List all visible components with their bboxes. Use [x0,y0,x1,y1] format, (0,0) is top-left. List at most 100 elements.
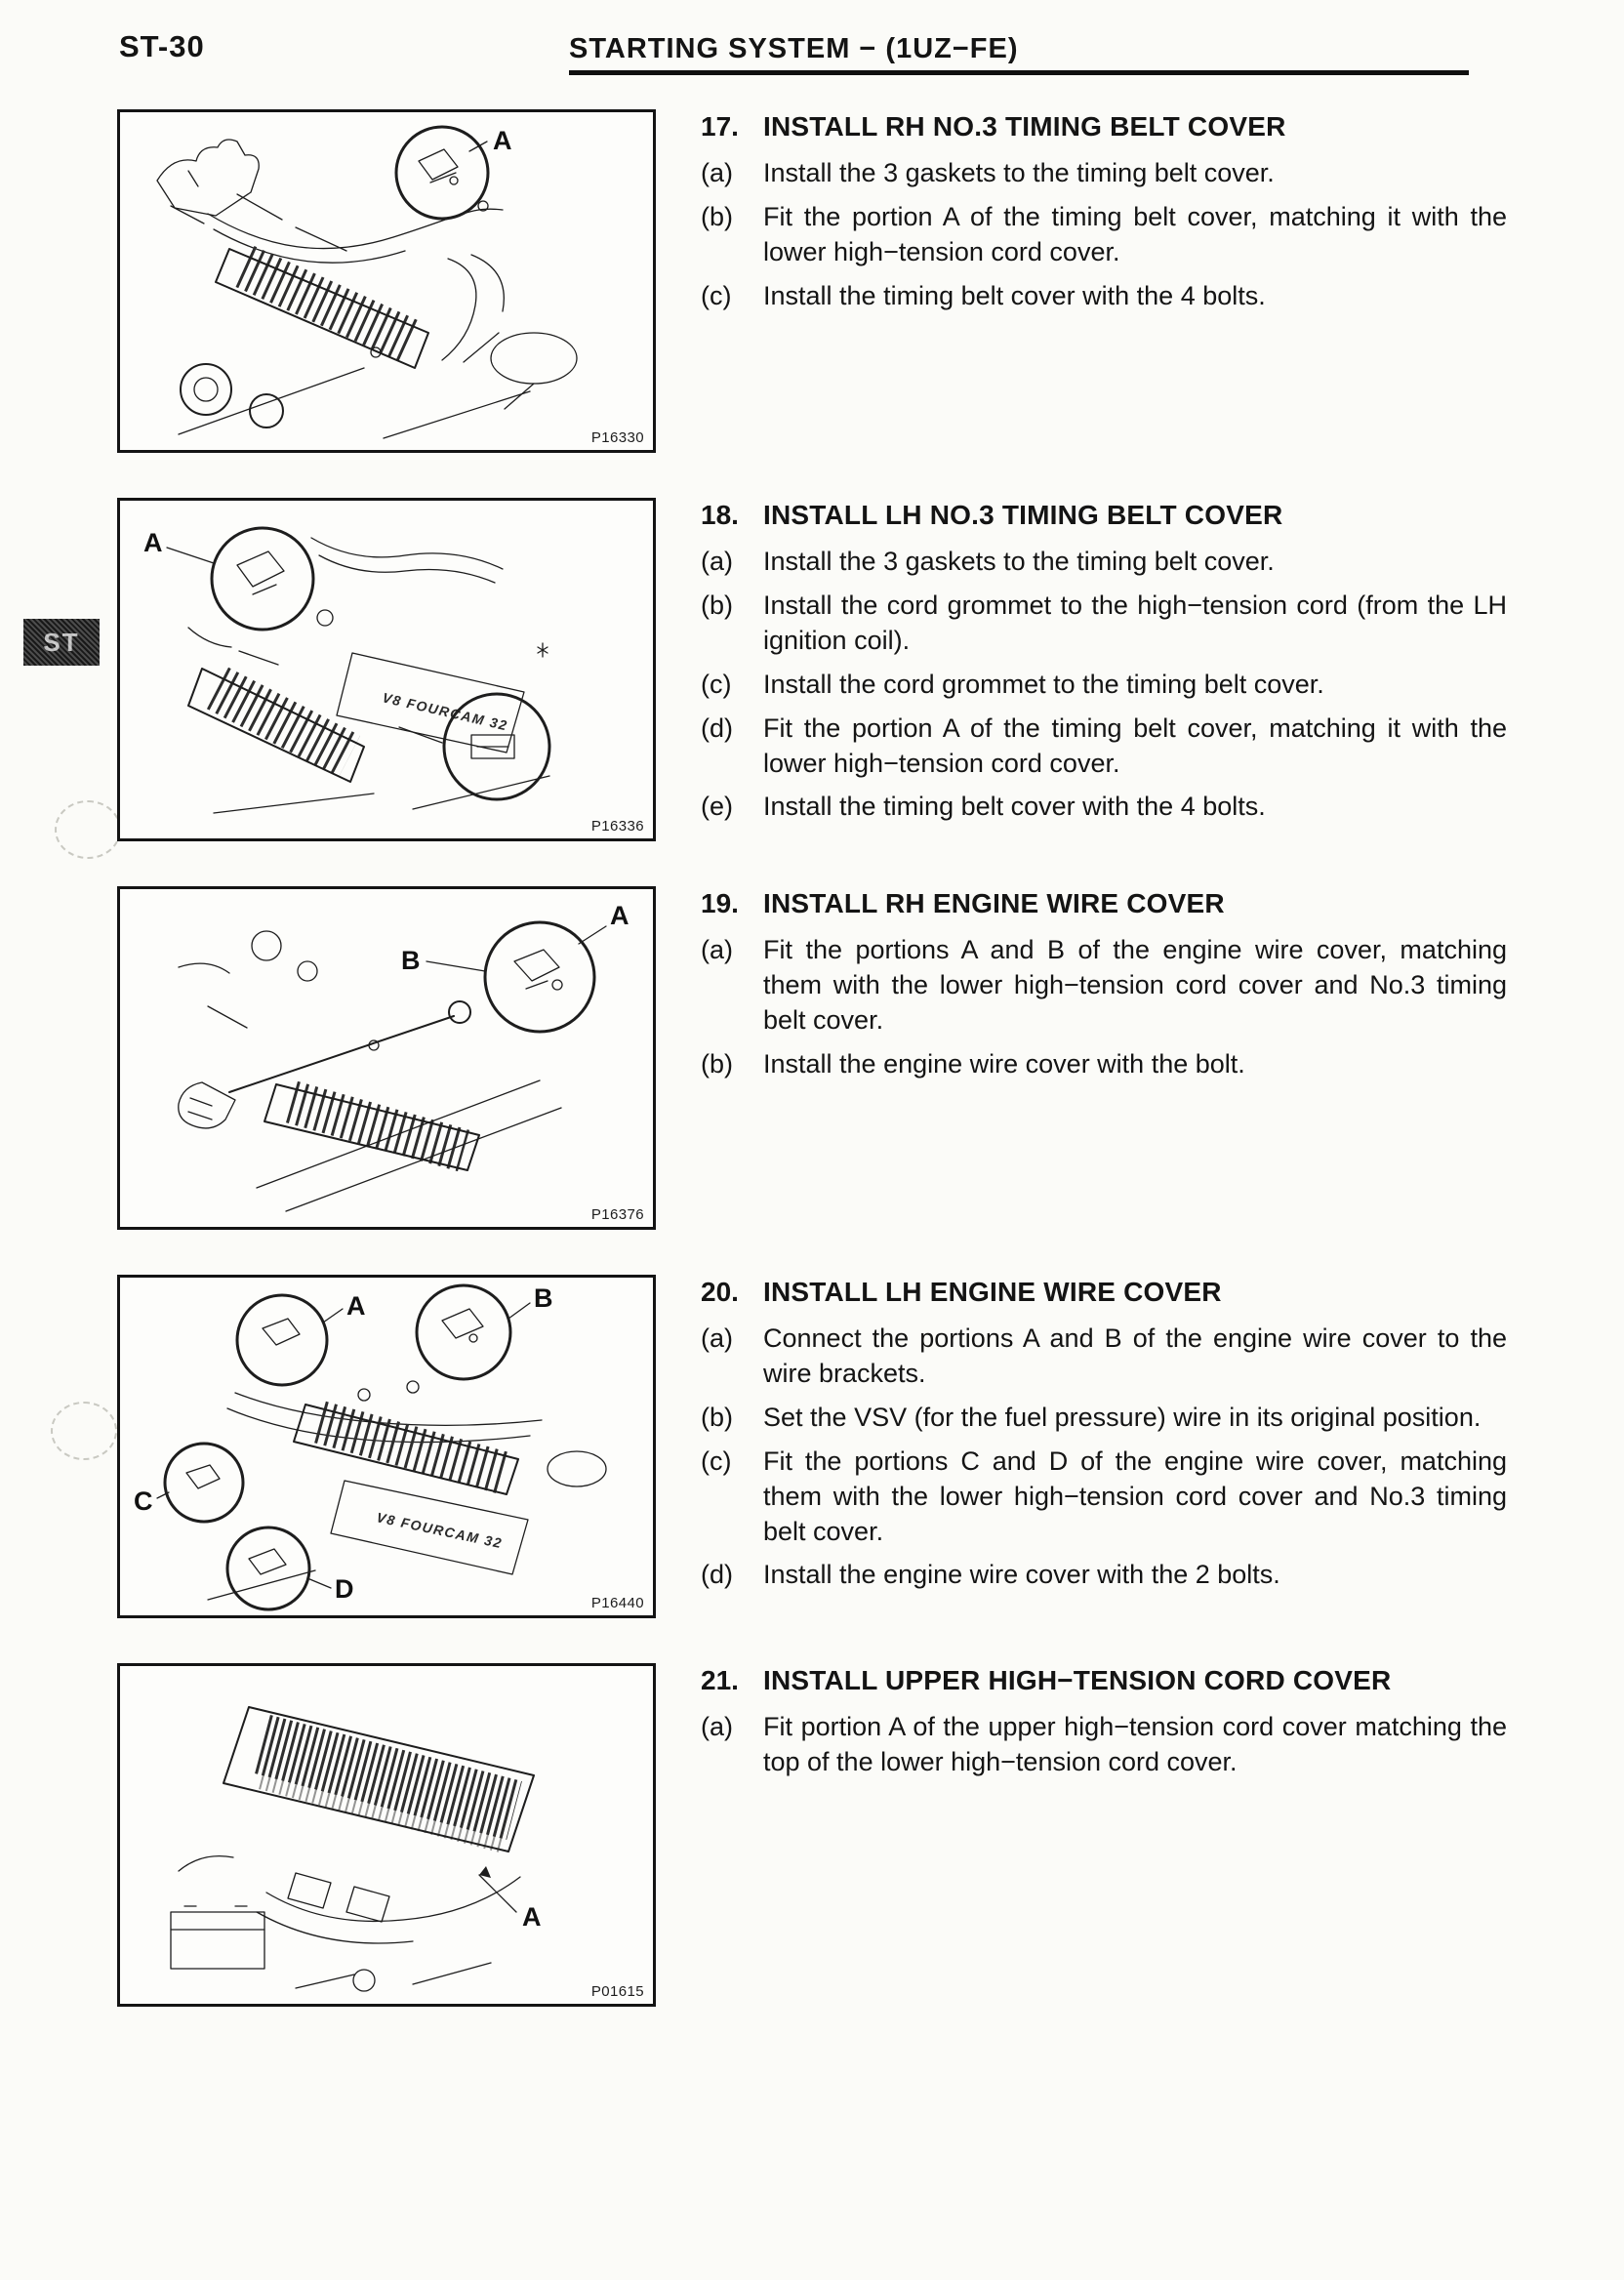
engine-illustration: V8 FOURCAM 32 [134,1283,607,1611]
callout-a: A [610,901,629,930]
substep: (b) Fit the portion A of the timing belt… [701,200,1507,270]
step-21-section: A P01615 21. INSTALL UPPER HIGH−TENSION … [117,1663,1507,2007]
callout-leader [306,1577,332,1589]
engine-sketch [156,139,578,439]
substep-text: Install the engine wire cover with the b… [763,1048,1245,1079]
page-number: ST-30 [119,29,205,63]
substep-label: (c) [701,1445,732,1476]
step-17-section: A P16330 17. INSTALL RH NO.3 TIMING BELT… [117,109,1507,453]
substep-label: (a) [701,1323,733,1353]
step-title: 19. INSTALL RH ENGINE WIRE COVER [701,888,1507,919]
callout-d: D [335,1574,354,1604]
magnifier-detail [262,1318,301,1346]
callout-leader [426,960,486,972]
substep-text: Install the cord grommet to the timing b… [763,669,1324,699]
substep-text: Fit the portion A of the timing belt cov… [763,201,1507,266]
callout-a: A [143,528,163,557]
step-title: 17. INSTALL RH NO.3 TIMING BELT COVER [701,111,1507,142]
step-number: 20. [701,1277,739,1307]
step-number: 18. [701,500,739,530]
step-title: 21. INSTALL UPPER HIGH−TENSION CORD COVE… [701,1665,1507,1696]
substep-text: Install the engine wire cover with the 2… [763,1560,1280,1590]
step-18-section: V8 FOURCAM 32 [117,498,1507,841]
figure-code: P01615 [590,1983,644,2000]
substep: (a) Install the 3 gaskets to the timing … [701,156,1507,191]
step-20-section: V8 FOURCAM 32 [117,1275,1507,1618]
callout-leader [508,1302,531,1320]
callout-b: B [534,1283,553,1313]
step-21-text: 21. INSTALL UPPER HIGH−TENSION CORD COVE… [656,1663,1507,1780]
callout-leader [478,1874,517,1913]
engine-sketch: V8 FOURCAM 32 [207,1380,607,1601]
punch-hole-mark [51,1402,117,1460]
grommet-detail [398,726,515,759]
ratchet-socket [448,1000,471,1024]
substep-label: (d) [701,712,733,743]
magnifier-circle [225,1526,311,1611]
figure-p16336: V8 FOURCAM 32 [117,498,656,841]
substep-label: (b) [701,201,733,231]
substep-label: (b) [701,1048,733,1079]
substep-label: (b) [701,590,733,620]
callout-a: A [522,1902,542,1932]
step-title-text: INSTALL LH NO.3 TIMING BELT COVER [763,500,1283,530]
magnifier-detail [236,550,285,595]
callout-a: A [493,126,512,155]
step-title-text: INSTALL UPPER HIGH−TENSION CORD COVER [763,1665,1392,1695]
figure-p16330: A P16330 [117,109,656,453]
substep: (a) Fit the portions A and B of the engi… [701,933,1507,1038]
substep-text: Install the timing belt cover with the 4… [763,280,1266,310]
step-number: 17. [701,111,739,142]
substep-text: Fit the portion A of the timing belt cov… [763,712,1507,778]
page-content: A P16330 17. INSTALL RH NO.3 TIMING BELT… [117,109,1507,2007]
step-20-text: 20. INSTALL LH ENGINE WIRE COVER (a) Con… [656,1275,1507,1593]
callout-leader [468,141,488,152]
substep: (b) Install the engine wire cover with t… [701,1047,1507,1082]
step-title-text: INSTALL RH ENGINE WIRE COVER [763,888,1225,918]
figure-p16440: V8 FOURCAM 32 [117,1275,656,1618]
magnifier-detail [185,1464,221,1489]
punch-hole-mark [55,800,121,859]
engine-illustration: A [170,1706,542,1992]
callout-b: B [401,946,421,975]
substep-label: (a) [701,1712,733,1741]
magnifier-circle [483,920,596,1034]
engine-sketch: V8 FOURCAM 32 [187,537,550,814]
substep-text: Install the timing belt cover with the 4… [763,792,1266,822]
substep-text: Fit the portions C and D of the engine w… [763,1445,1507,1546]
ratchet-handle [228,1015,455,1093]
callout-leader [156,1491,170,1499]
substep-label: (c) [701,280,732,310]
engine-cover-label: V8 FOURCAM 32 [375,1509,504,1551]
callout-a: A [346,1291,366,1321]
magnifier-circle-grommet [442,692,551,801]
substep-text: Set the VSV (for the fuel pressure) wire… [763,1402,1482,1432]
magnifier-circle [415,1283,512,1381]
substep-label: (c) [701,669,732,699]
magnifier-detail [248,1548,287,1575]
substep: (d) Fit the portion A of the timing belt… [701,712,1507,782]
step-17-text: 17. INSTALL RH NO.3 TIMING BELT COVER (a… [656,109,1507,314]
engine-illustration: A B [178,901,629,1212]
step-number: 19. [701,888,739,918]
step-title: 20. INSTALL LH ENGINE WIRE COVER [701,1277,1507,1308]
callout-leader [322,1308,344,1323]
figure-code: P16376 [590,1206,644,1223]
magnifier-circle [235,1293,329,1387]
substep: (d) Install the engine wire cover with t… [701,1558,1507,1593]
callout-leader [166,547,215,564]
figure-code: P16440 [590,1595,644,1611]
substep: (c) Fit the portions C and D of the engi… [701,1445,1507,1550]
figure-p16376: A B P16376 [117,886,656,1230]
engine-sketch [170,1706,535,1992]
substep-label: (a) [701,158,733,187]
figure-p01615: A P01615 [117,1663,656,2007]
substep-label: (a) [701,935,733,964]
magnifier-circle [163,1442,245,1524]
substep: (a) Fit portion A of the upper high−tens… [701,1710,1507,1780]
figure-code: P16336 [590,818,644,835]
substep-label: (e) [701,792,733,822]
magnifier-detail [418,148,459,185]
cord-cover-outline [223,1706,535,1852]
